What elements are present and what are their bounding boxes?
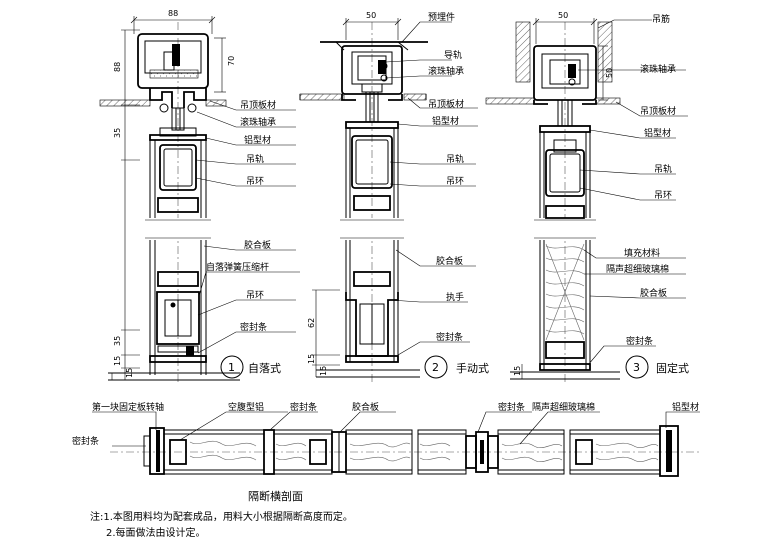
s3-label-seal-strip: 密封条 <box>626 335 653 347</box>
section-3-drawing <box>485 18 688 385</box>
s1-label-hanging-ring: 吊环 <box>246 176 264 187</box>
s1-dim-15b: 15 <box>125 368 134 378</box>
s2-label-guide-rail: 导轨 <box>444 49 462 61</box>
s3-label-glass-wool: 隔声超细玻璃棉 <box>606 263 669 275</box>
s2-label-seal-strip: 密封条 <box>436 331 463 343</box>
plan-label-seal-strip-3: 密封条 <box>72 435 99 447</box>
s2-label-ball-bearing: 滚珠轴承 <box>428 65 464 77</box>
section-2-drawing <box>299 18 478 385</box>
s3-title: 固定式 <box>656 361 689 375</box>
s1-dim-35a: 35 <box>113 128 122 138</box>
s1-title: 自落式 <box>248 362 281 375</box>
s2-label-ceiling-board: 吊顶板材 <box>428 98 464 110</box>
s1-dim-15a: 15 <box>113 356 122 366</box>
s3-label-hanger-bar: 吊筋 <box>652 13 670 25</box>
s1-label-ceiling-board: 吊顶板材 <box>240 99 276 111</box>
s2-number: 2 <box>432 361 439 374</box>
plan-label-glass-wool: 隔声超细玻璃棉 <box>532 401 595 413</box>
s1-label-plywood: 胶合板 <box>244 239 271 251</box>
s2-dim-width: 50 <box>366 11 376 20</box>
s3-label-ball-bearing: 滚珠轴承 <box>640 63 676 75</box>
s2-label-plywood: 胶合板 <box>436 255 463 267</box>
s1-number: 1 <box>228 361 235 374</box>
note-1: 注:1.本图用料均为配套成品，用料大小根据隔断高度而定。 <box>90 510 353 523</box>
s1-dim-inner-height: 70 <box>227 56 236 66</box>
s3-label-plywood: 胶合板 <box>640 287 667 299</box>
note-2: 2.每面做法由设计定。 <box>106 526 206 539</box>
s2-label-aluminium-profile: 铝型材 <box>432 115 459 127</box>
plan-label-seal-strip-2: 密封条 <box>498 401 525 413</box>
s3-dim-15: 15 <box>513 366 522 376</box>
s2-dim-62: 62 <box>307 318 316 328</box>
s3-label-hanging-rail: 吊轨 <box>654 163 672 175</box>
s3-dim-width: 50 <box>558 11 568 20</box>
s3-label-hanging-ring: 吊环 <box>654 190 672 201</box>
s3-label-filler: 填充材料 <box>624 247 660 259</box>
s2-dim-15a: 15 <box>307 354 316 364</box>
s3-dim-50: 50 <box>605 68 614 78</box>
plan-label-first-fixed-pivot: 第一块固定板转轴 <box>92 401 164 413</box>
s2-label-handle: 执手 <box>446 291 464 303</box>
s1-dim-35b: 35 <box>113 336 122 346</box>
plan-label-plywood: 胶合板 <box>352 401 379 413</box>
s1-label-spring-rod: 自落弹簧压缩杆 <box>206 261 269 273</box>
s1-dim-top-height: 88 <box>113 62 122 72</box>
s2-label-hanging-rail: 吊轨 <box>446 153 464 165</box>
s1-label-aluminium-profile: 铝型材 <box>244 134 271 146</box>
s2-title: 手动式 <box>456 361 489 375</box>
s2-label-hanging-ring: 吊环 <box>446 176 464 187</box>
s2-dim-15b: 15 <box>319 366 328 376</box>
plan-label-aluminium-profile: 铝型材 <box>672 401 699 413</box>
s1-label-ball-bearing: 滚珠轴承 <box>240 116 276 128</box>
s1-dim-width: 88 <box>168 9 178 18</box>
s2-label-embedded-part: 预埋件 <box>428 11 455 23</box>
plan-title: 隔断横剖面 <box>248 489 303 503</box>
s3-label-ceiling-board: 吊顶板材 <box>640 105 676 117</box>
plan-label-seal-strip-1: 密封条 <box>290 401 317 413</box>
s1-label-seal-strip: 密封条 <box>240 321 267 333</box>
s1-label-hanging-rail: 吊轨 <box>246 153 264 165</box>
s3-number: 3 <box>633 361 640 374</box>
s3-label-aluminium-profile: 铝型材 <box>644 127 671 139</box>
section-1-drawing <box>99 16 300 385</box>
s1-label-hanging-ring-2: 吊环 <box>246 290 264 301</box>
plan-section-drawing <box>92 411 700 477</box>
plan-label-hollow-aluminium: 空腹型铝 <box>228 401 264 413</box>
